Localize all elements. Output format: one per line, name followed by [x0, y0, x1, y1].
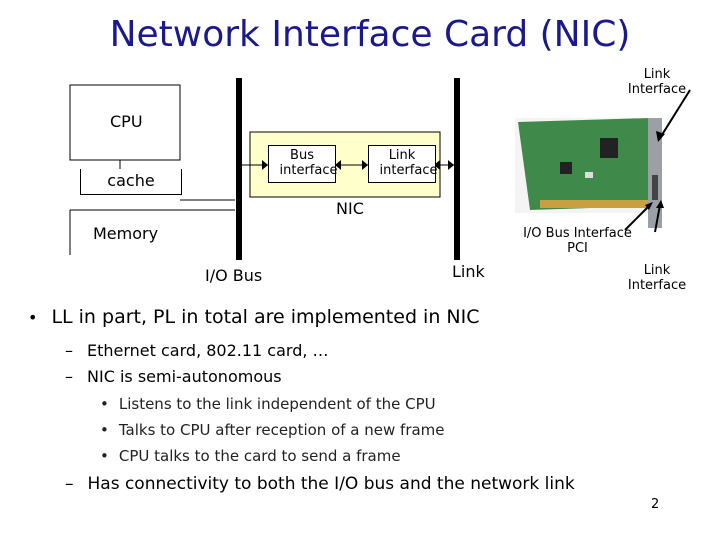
- photo-io-bus-interface: I/O Bus Interface PCI: [510, 226, 645, 256]
- bullet-1-3-text: Has connectivity to both the I/O bus and…: [87, 474, 575, 494]
- bus-line-right: [454, 78, 460, 260]
- slide-title: Network Interface Card (NIC): [109, 14, 631, 55]
- link-interface-box: Link interface: [368, 145, 438, 183]
- io-bus-label: I/O Bus: [205, 266, 263, 285]
- slide-number: 2: [651, 497, 660, 512]
- bullet-1-2-1-text: Listens to the link independent of the C…: [118, 395, 436, 413]
- memory-label: Memory: [93, 224, 159, 243]
- cache-label: cache: [107, 171, 155, 190]
- io-bus-interface-text: I/O Bus Interface: [523, 226, 632, 241]
- bus-line-left: [236, 78, 242, 260]
- bus-interface-label: Bus interface: [279, 148, 338, 178]
- bullet-1-2-3: •CPU talks to the card to send a frame: [100, 447, 401, 465]
- bullet-1-2-text: NIC is semi-autonomous: [87, 367, 282, 386]
- cpu-box: [69, 84, 181, 161]
- pci-text: PCI: [567, 241, 588, 256]
- bullet-1-3: –Has connectivity to both the I/O bus an…: [65, 474, 575, 494]
- bullet-1-1: –Ethernet card, 802.11 card, …: [65, 341, 329, 360]
- bullet-1: •LL in part, PL in total are implemented…: [28, 306, 480, 328]
- nic-label: NIC: [336, 199, 364, 218]
- photo-link-interface-top: Link Interface: [627, 67, 687, 97]
- bus-interface-box: Bus interface: [268, 145, 338, 183]
- cache-box: cache: [80, 169, 182, 195]
- cpu-label: CPU: [110, 112, 143, 131]
- bullet-1-1-text: Ethernet card, 802.11 card, …: [87, 341, 329, 360]
- link-label: Link: [452, 262, 485, 281]
- bullet-1-2-3-text: CPU talks to the card to send a frame: [118, 447, 401, 465]
- bullet-1-text: LL in part, PL in total are implemented …: [51, 306, 480, 328]
- bullet-1-2-1: •Listens to the link independent of the …: [100, 395, 436, 413]
- bullet-1-2-2: •Talks to CPU after reception of a new f…: [100, 421, 445, 439]
- link-interface-label: Link interface: [379, 148, 438, 178]
- nic-card-photo: [515, 118, 662, 228]
- bullet-1-2: –NIC is semi-autonomous: [65, 367, 282, 386]
- photo-link-interface-bottom: Link Interface: [627, 263, 687, 293]
- bullet-1-2-2-text: Talks to CPU after reception of a new fr…: [118, 421, 445, 439]
